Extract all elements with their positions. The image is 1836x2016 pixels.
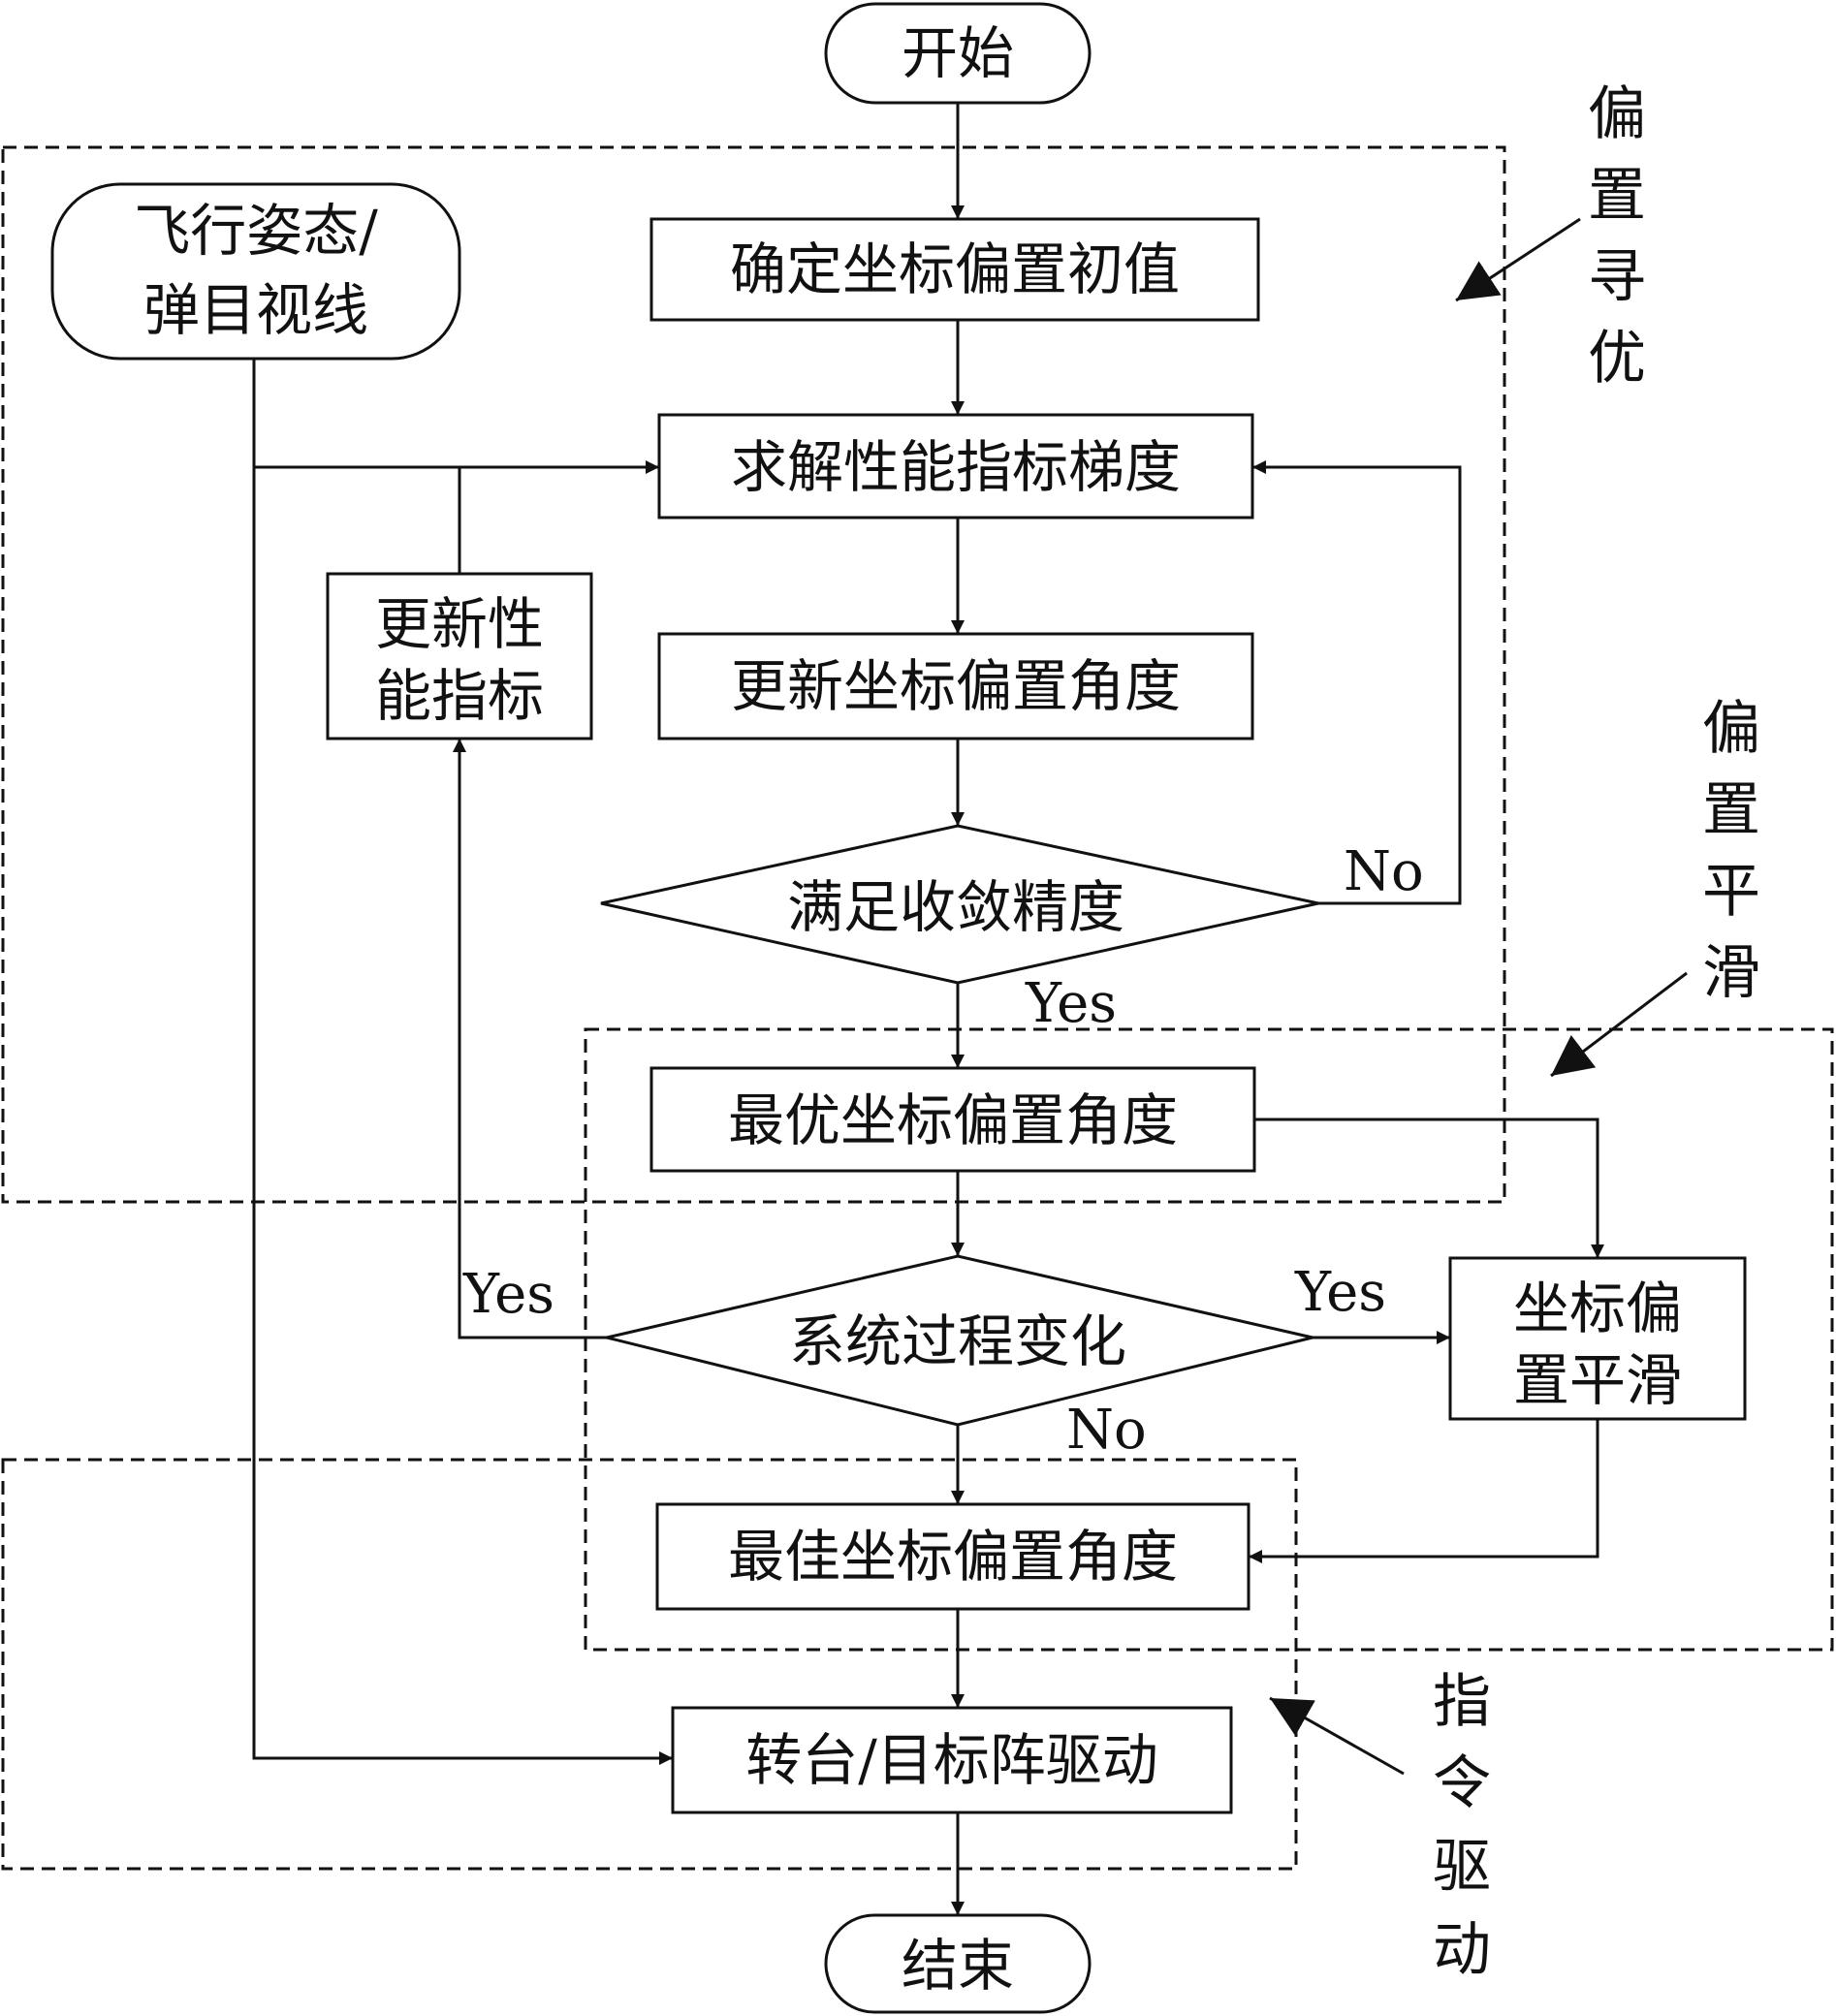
update-perf-label-2: 能指标 [375, 663, 544, 729]
change-no-label: No [1066, 1399, 1147, 1462]
converge-label: 满足收敛精度 [787, 874, 1124, 940]
bias-smooth-char-4: 滑 [1702, 939, 1760, 1007]
command-drive-char-1: 指 [1433, 1668, 1491, 1736]
flight-label-1: 飞行姿态/ [134, 198, 378, 264]
solve-gradient-label: 求解性能指标梯度 [731, 434, 1181, 500]
optimal-angle-label: 最优坐标偏置角度 [728, 1087, 1178, 1153]
command-drive-region [1, 1458, 1298, 1871]
command-drive-char-2: 令 [1433, 1749, 1491, 1817]
update-angle-label: 更新坐标偏置角度 [731, 653, 1181, 719]
change-yes-right-label: Yes [1294, 1261, 1386, 1324]
flight-attitude-terminator [50, 182, 461, 361]
drive-label: 转台/目标阵驱动 [745, 1727, 1158, 1793]
pointer-command-drive [1269, 1696, 1405, 1776]
drive-box [671, 1706, 1233, 1814]
update-angle-box [657, 632, 1254, 740]
edge-optimal-smooth [1254, 1118, 1604, 1258]
pointer-bias-search [1455, 217, 1581, 302]
edge-smooth-best [1249, 1419, 1599, 1563]
best-angle-label: 最佳坐标偏置角度 [728, 1524, 1178, 1590]
converge-no-label: No [1344, 840, 1424, 903]
change-yes-left-label: Yes [462, 1263, 554, 1326]
bias-search-char-2: 置 [1588, 162, 1646, 230]
bias-smooth-char-1: 偏 [1702, 695, 1760, 763]
converge-yes-label: Yes [1025, 972, 1117, 1035]
bias-smooth-char-3: 平 [1702, 858, 1760, 926]
edge-flight-drive [252, 467, 673, 1765]
end-label: 结束 [902, 1933, 1014, 1999]
edge-converge-no-loop [1252, 460, 1462, 905]
init-bias-label: 确定坐标偏置初值 [730, 236, 1180, 302]
bias-search-region [1, 145, 1506, 1204]
bias-search-char-1: 偏 [1588, 80, 1646, 148]
bias-smooth-char-2: 置 [1702, 776, 1760, 844]
pointer-bias-smooth [1550, 971, 1688, 1078]
init-bias-box [649, 217, 1260, 322]
smooth-label-2: 置平滑 [1513, 1347, 1682, 1413]
bias-smooth-region [584, 1027, 1834, 1652]
update-perf-box [326, 572, 593, 740]
bias-search-char-3: 寻 [1588, 243, 1646, 311]
start-label: 开始 [902, 20, 1014, 86]
bias-search-char-4: 优 [1588, 325, 1646, 393]
command-drive-char-4: 动 [1433, 1916, 1491, 1984]
edge-change-yes-update-perf [453, 739, 607, 1339]
update-perf-label-1: 更新性 [375, 591, 544, 657]
smooth-box [1448, 1256, 1747, 1421]
flight-label-2: 弹目视线 [143, 277, 368, 343]
best-angle-box [655, 1502, 1250, 1611]
edge-flight-solve [252, 359, 659, 474]
command-drive-char-3: 驱 [1433, 1833, 1491, 1901]
process-change-label: 系统过程变化 [789, 1308, 1126, 1374]
smooth-label-1: 坐标偏 [1513, 1276, 1682, 1341]
